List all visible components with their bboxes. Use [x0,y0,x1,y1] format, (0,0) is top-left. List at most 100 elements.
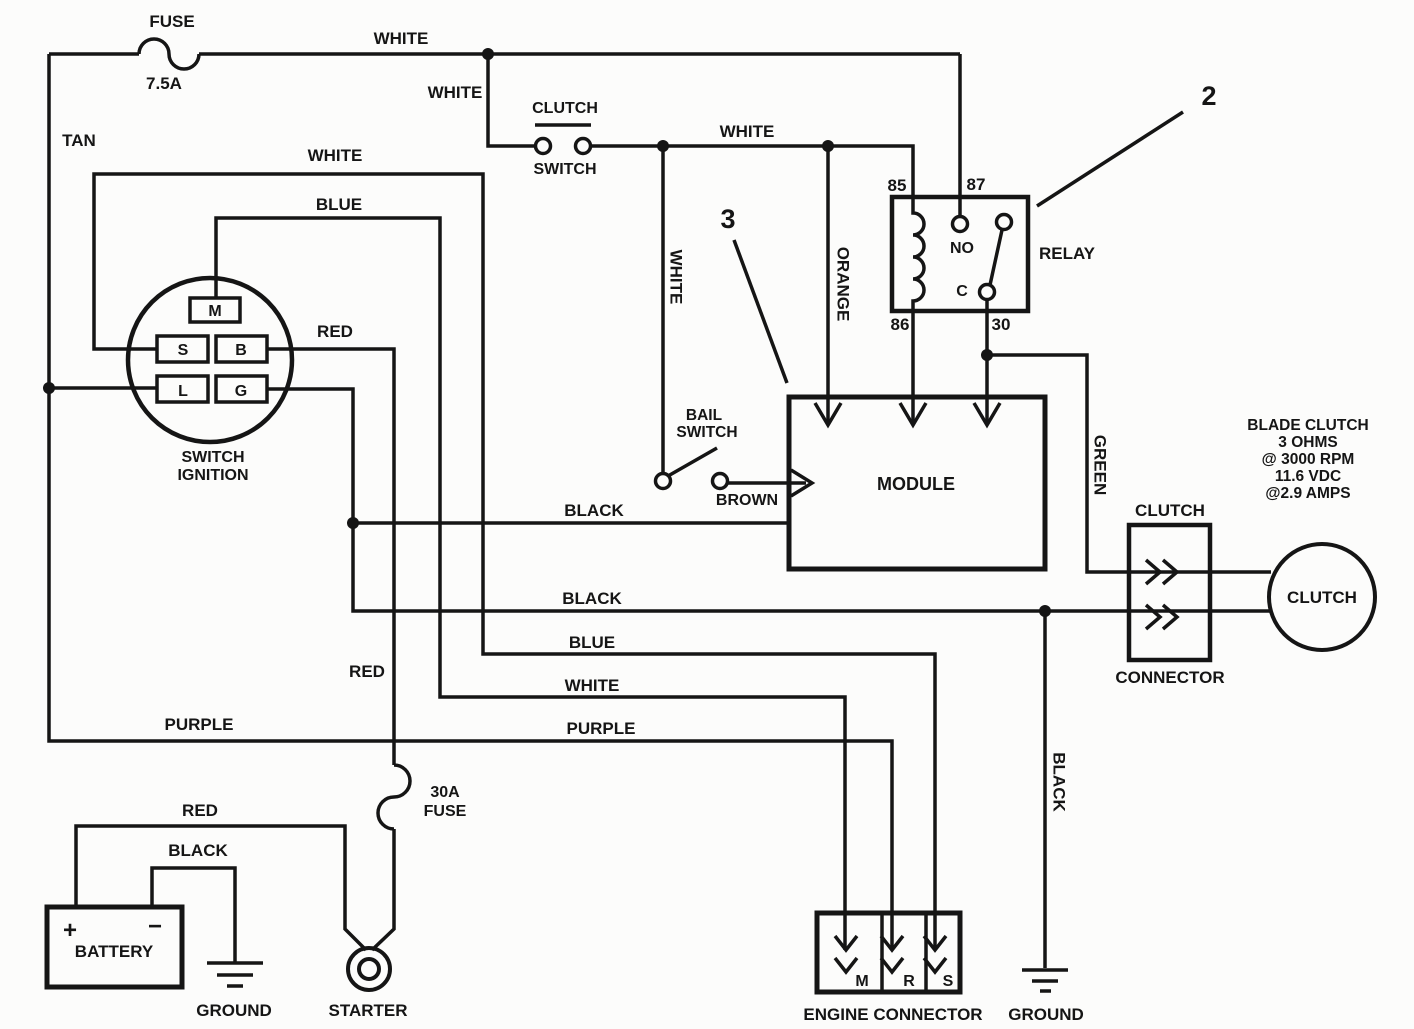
ignition-terminal-g-label: G [235,383,247,400]
clutch-switch-contact-right [573,136,593,156]
white-lower-label: WHITE [565,676,620,695]
clutch-switch-word1: CLUTCH [532,100,598,117]
ground-left-icon [207,961,263,988]
ignition-terminal-m [188,296,242,324]
relay-contact-no-label: NO [950,240,974,257]
wire-red-b [267,347,396,765]
white-top-label: WHITE [374,29,429,48]
relay-box [889,194,1031,314]
ignition-terminal-l [155,374,210,404]
components [44,194,1377,995]
bail-switch-word1: BAIL [686,407,722,424]
relay-contact-no [950,214,970,234]
black-vertical-label: BLACK [1050,752,1069,812]
blue-top-label: BLUE [316,195,362,214]
relay-pin-87: 87 [967,175,986,194]
ground-right-icon [1022,968,1068,993]
arrow-orange-module [813,402,843,429]
blade-note-line4: 11.6 VDC [1275,468,1341,485]
junction-orange [822,140,834,152]
blue-lower-label: BLUE [569,633,615,652]
tan-label: TAN [62,131,96,150]
module-box [786,394,1048,572]
starter-body-inner [357,957,381,981]
wire-white-drop [486,54,535,148]
ignition-word2: IGNITION [177,467,248,484]
arrow-brown-module [790,468,816,498]
engine-connector-label: ENGINE CONNECTOR [803,1005,982,1024]
wire-battery-red [74,824,368,952]
ignition-terminal-b [214,334,269,364]
clutch-connector-pin2-icon [1144,603,1180,631]
red-battery-label: RED [182,801,218,820]
orange-label: ORANGE [834,247,853,322]
callout-2: 2 [1201,81,1216,111]
bail-switch-word2: SWITCH [676,424,737,441]
junction-black-module [347,517,359,529]
wire-black-main [267,387,1271,613]
green-label: GREEN [1091,435,1110,495]
ignition-terminal-b-label: B [235,342,247,359]
ignition-word1: SWITCH [181,449,244,466]
relay-pin-86: 86 [891,315,910,334]
relay-arm [988,229,1004,286]
wire-red-starter [370,829,396,952]
clutch-switch-word2: SWITCH [533,161,596,178]
wire-white-top [199,52,962,216]
white-mid-label: WHITE [720,122,775,141]
blade-note-line5: @2.9 AMPS [1265,485,1350,502]
red-vertical-label: RED [349,662,385,681]
blade-note-line3: @ 3000 RPM [1262,451,1355,468]
engine-pin-r-icon [879,934,905,975]
fuse-30a-symbol [376,763,412,831]
bail-switch-arm [667,446,718,478]
fuse-30a-rating: 30A [430,784,460,801]
engine-pin-r-label: R [903,973,915,990]
purple-left-label: PURPLE [165,715,234,734]
fuse-top-label: FUSE [149,12,194,31]
engine-connector-dividers [880,913,928,992]
battery-box [44,904,185,990]
battery-label: BATTERY [75,942,154,961]
relay-contact-c-label: C [956,283,968,300]
ignition-terminal-s [155,334,210,364]
battery-negative-sign: − [148,913,162,940]
brown-label: BROWN [716,492,778,509]
relay-contact-c [977,282,997,302]
module-label: MODULE [877,474,955,494]
ignition-switch-body [125,275,295,445]
labels: FUSE 7.5A TAN WHITE WHITE WHITE WHITE BL… [62,12,1369,1024]
engine-pin-s-label: S [943,973,954,990]
junction-white-top [482,48,494,60]
clutch-connector-box [1126,522,1213,663]
starter-label: STARTER [328,1001,407,1020]
ignition-terminal-m-label: M [208,303,221,320]
fuse-top-rating: 7.5A [146,74,182,93]
ground-right-label: GROUND [1008,1005,1084,1024]
starter-body-outer [346,946,392,992]
ignition-terminal-s-label: S [178,342,189,359]
callout-2-leader [1036,110,1184,208]
junction-tan-l [43,382,55,394]
contacts-and-junctions [43,48,1051,617]
junction-relay-30 [981,349,993,361]
relay-pin-85: 85 [888,176,907,195]
clutch-switch-contact-left [533,136,553,156]
engine-pin-m-icon [833,934,859,975]
relay-label: RELAY [1039,244,1096,263]
wire-white-mid [591,144,915,197]
engine-pin-m-label: M [855,973,868,990]
purple-mid-label: PURPLE [567,719,636,738]
callout-3-leader [732,239,789,384]
relay-coil [911,197,926,311]
black-battery-label: BLACK [168,841,228,860]
fuse-7-5a-symbol [137,37,201,71]
bail-switch-contact-right [710,471,730,491]
black-main-label: BLACK [562,589,622,608]
arrow-30-module [972,402,1002,429]
blade-note-line2: 3 OHMS [1278,434,1337,451]
wire-ignition-s [92,172,937,950]
wire-ignition-m [214,216,847,950]
